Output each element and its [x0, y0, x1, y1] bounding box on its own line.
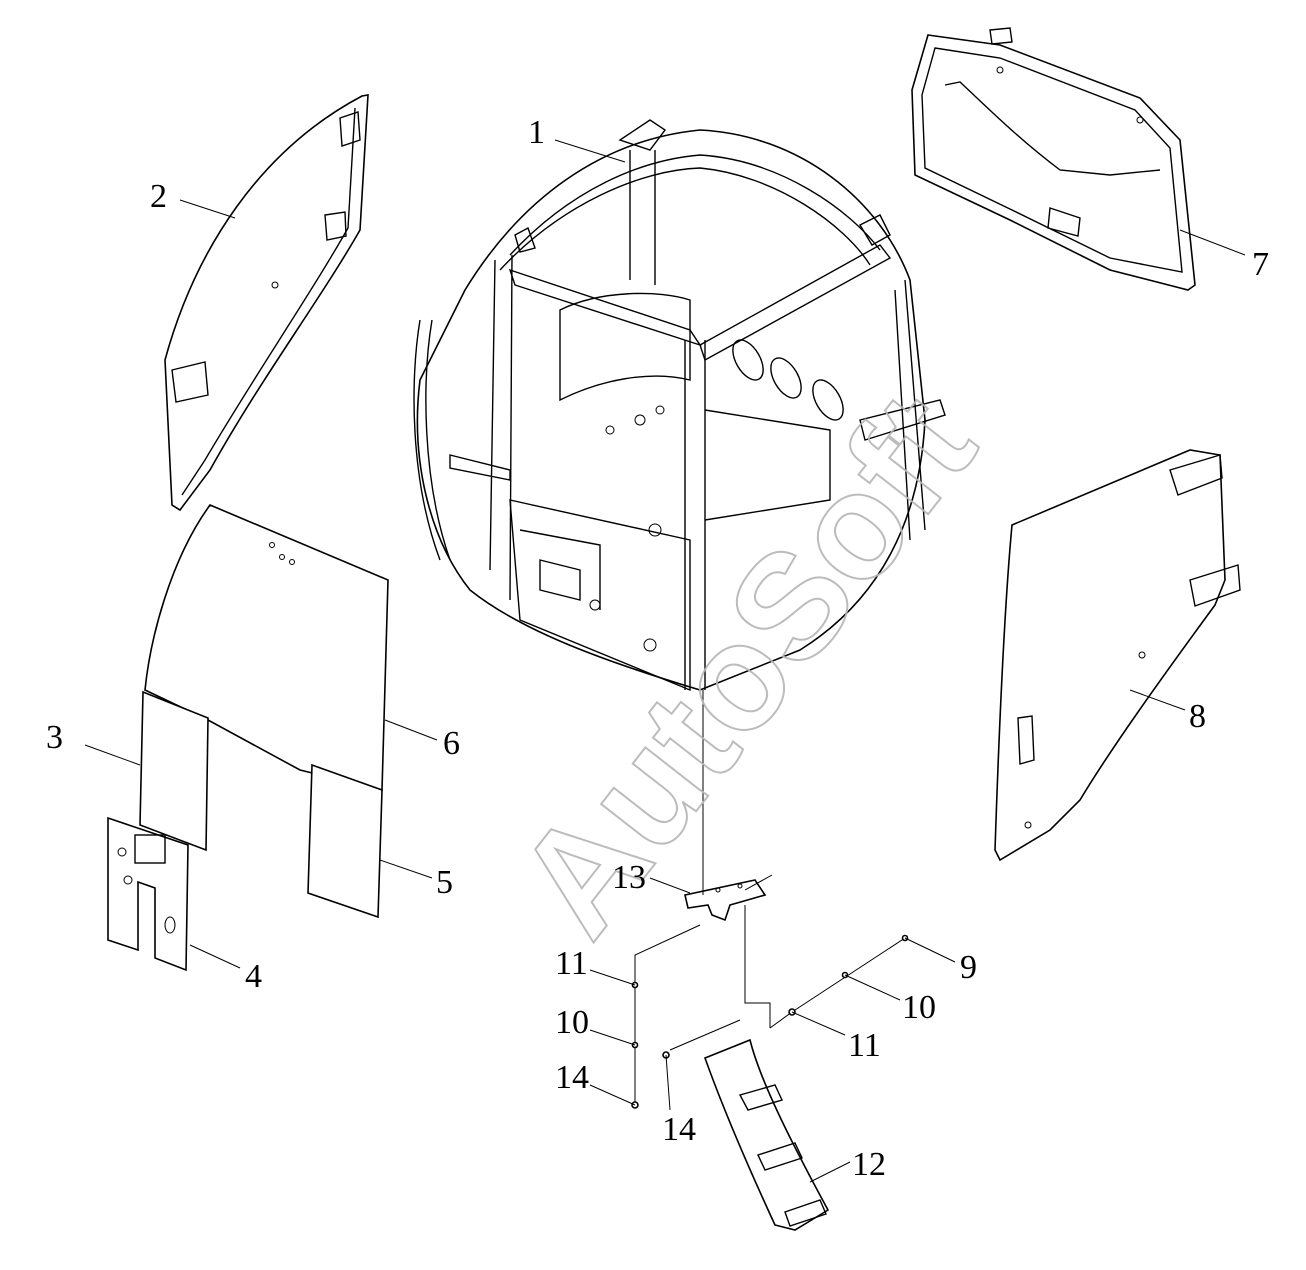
- callout-11-left: 11: [555, 945, 588, 982]
- callout-9: 9: [960, 949, 977, 986]
- callout-13: 13: [612, 859, 646, 896]
- callout-14-left: 14: [555, 1059, 589, 1096]
- rear-window-part-7: [911, 27, 1196, 291]
- cab-frame-part-1: [413, 119, 946, 692]
- callout-7: 7: [1252, 246, 1269, 283]
- callout-11-right: 11: [848, 1027, 881, 1064]
- left-door-glass-part-2: [164, 94, 369, 512]
- fastener-parts-9-10-11-14: [631, 690, 909, 1109]
- callout-1: 1: [528, 114, 545, 151]
- callout-8: 8: [1189, 698, 1206, 735]
- callout-2: 2: [150, 178, 167, 215]
- lower-glass-part-5: [307, 763, 383, 919]
- callout-4: 4: [245, 958, 262, 995]
- right-door-part-8: [994, 449, 1241, 862]
- leader-lines: [84, 139, 1246, 1183]
- callout-14-center: 14: [662, 1111, 696, 1148]
- callout-6: 6: [443, 725, 460, 762]
- callout-10-right: 10: [902, 989, 936, 1026]
- callout-5: 5: [436, 864, 453, 901]
- callout-3: 3: [46, 719, 63, 756]
- step-ladder-part-12: [703, 1038, 830, 1231]
- callout-labels: 1 2 3 4 5 6 7 8 9 10 10 11 11 12 13 14 1…: [46, 114, 1269, 1183]
- callout-12: 12: [852, 1146, 886, 1183]
- callout-10-left: 10: [555, 1004, 589, 1041]
- floor-plate-part-4: [107, 816, 189, 972]
- lower-glass-part-3: [139, 690, 209, 852]
